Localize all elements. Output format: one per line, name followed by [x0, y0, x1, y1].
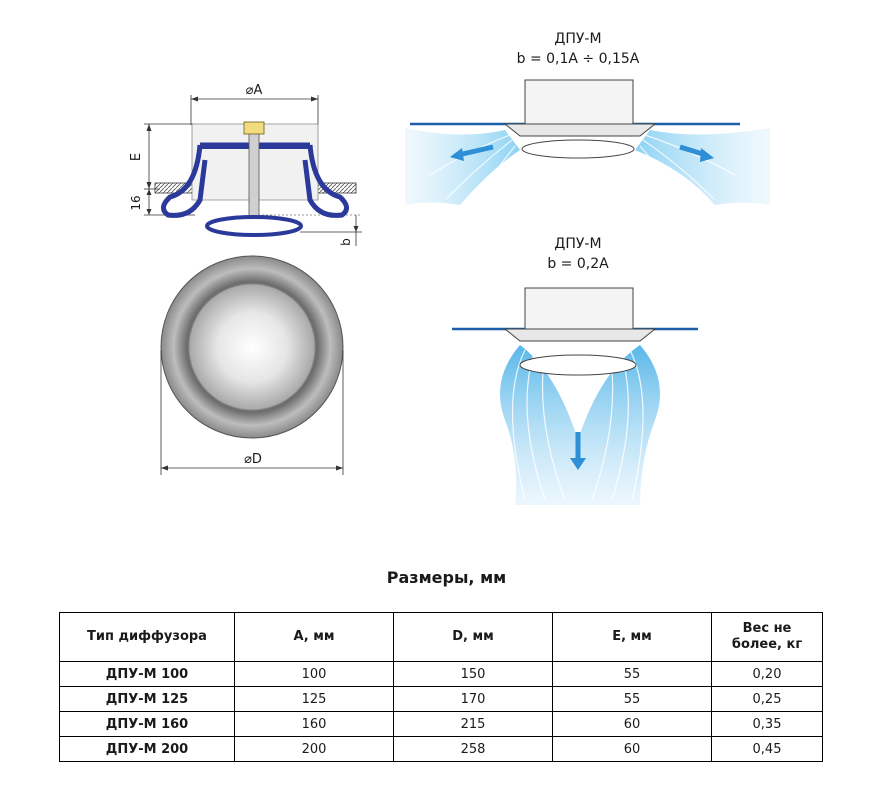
- cell-weight: 0,45: [711, 736, 823, 762]
- cross-section-drawing: ⌀A E 16 b: [129, 83, 362, 246]
- mode-1-name: ДПУ-М: [554, 31, 601, 47]
- header-d: D, мм: [393, 612, 553, 662]
- mode-1-formula: b = 0,1A ÷ 0,15A: [517, 51, 640, 67]
- cell-d: 150: [393, 661, 553, 687]
- table-row: ДПУ-М 125 125 170 55 0,25: [59, 686, 823, 712]
- cell-e: 55: [552, 661, 712, 687]
- cell-e: 55: [552, 686, 712, 712]
- mode-2-name: ДПУ-М: [554, 236, 601, 252]
- diffuser-drawings: ⌀A E 16 b: [129, 31, 770, 505]
- header-weight: Вес не более, кг: [711, 612, 823, 662]
- cell-a: 200: [234, 736, 394, 762]
- table-title: Размеры, мм: [386, 568, 507, 587]
- dimension-e-label: E: [129, 153, 144, 161]
- cell-e: 60: [552, 711, 712, 737]
- mode-horizontal-flow: ДПУ-М b = 0,1A ÷ 0,15A: [405, 31, 770, 206]
- table-row: ДПУ-М 100 100 150 55 0,20: [59, 661, 823, 687]
- header-type: Тип диффузора: [59, 612, 235, 662]
- cell-weight: 0,20: [711, 661, 823, 687]
- cell-d: 170: [393, 686, 553, 712]
- cell-weight: 0,25: [711, 686, 823, 712]
- cell-a: 125: [234, 686, 394, 712]
- cell-type: ДПУ-М 160: [59, 711, 235, 737]
- header-e: E, мм: [552, 612, 712, 662]
- cell-type: ДПУ-М 100: [59, 661, 235, 687]
- dimension-d-label: ⌀D: [244, 452, 262, 467]
- table-row: ДПУ-М 200 200 258 60 0,45: [59, 736, 823, 762]
- cell-a: 100: [234, 661, 394, 687]
- header-a: A, мм: [234, 612, 394, 662]
- cell-d: 258: [393, 736, 553, 762]
- table-header-row: Тип диффузора A, мм D, мм E, мм Вес не б…: [59, 612, 823, 662]
- cell-a: 160: [234, 711, 394, 737]
- mode-2-formula: b = 0,2A: [547, 256, 609, 272]
- top-view-drawing: ⌀D: [160, 255, 344, 475]
- dimensions-table: Тип диффузора A, мм D, мм E, мм Вес не б…: [59, 612, 823, 762]
- cell-d: 215: [393, 711, 553, 737]
- cell-type: ДПУ-М 125: [59, 686, 235, 712]
- cell-e: 60: [552, 736, 712, 762]
- cell-type: ДПУ-М 200: [59, 736, 235, 762]
- dimension-a-label: ⌀A: [246, 83, 263, 98]
- mode-vertical-flow: ДПУ-М b = 0,2A: [452, 236, 698, 505]
- table-row: ДПУ-М 160 160 215 60 0,35: [59, 711, 823, 737]
- cell-weight: 0,35: [711, 711, 823, 737]
- dimension-16-label: 16: [129, 195, 143, 210]
- dimension-b-label: b: [339, 238, 353, 246]
